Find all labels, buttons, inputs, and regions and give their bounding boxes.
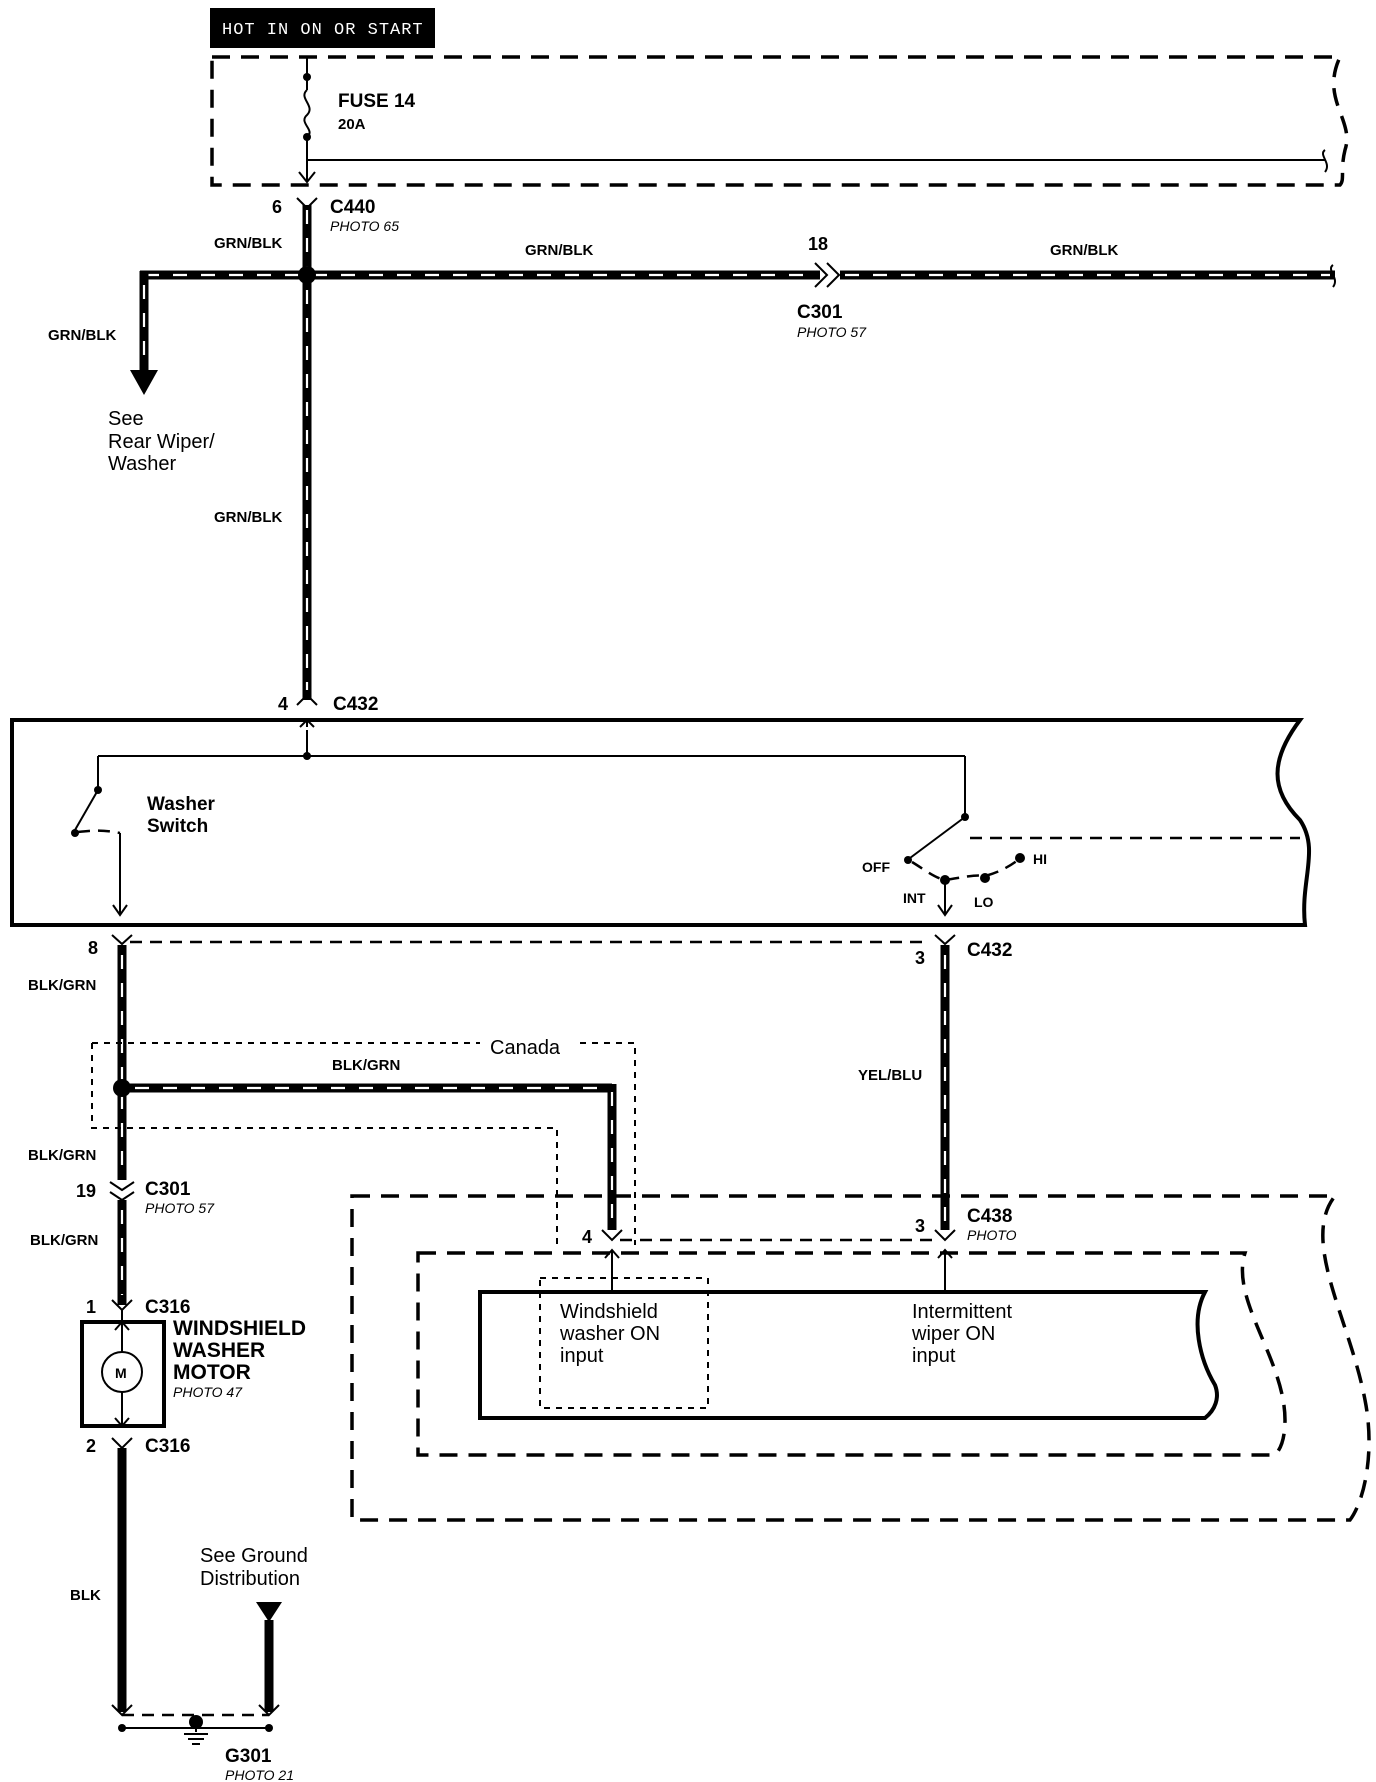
canada-zone — [91, 1042, 636, 1250]
wire-label-grn-blk-1: GRN/BLK — [214, 235, 282, 252]
input-left-2: washer ON — [559, 1323, 660, 1345]
c301-top-pin: 18 — [808, 234, 828, 254]
wire-label-blk-grn-1: BLK/GRN — [28, 977, 96, 994]
c432-out-right-name: C432 — [967, 940, 1012, 961]
input-right-3: input — [912, 1345, 956, 1367]
wire-label-grn-blk-4: GRN/BLK — [48, 327, 116, 344]
switch-box — [10, 718, 1312, 927]
fuse-box-border — [210, 55, 1349, 187]
rear-wiper-ref-1: See — [108, 408, 144, 430]
c316-top-pin: 1 — [86, 1297, 96, 1317]
fuse-name: FUSE 14 — [338, 91, 416, 112]
c438-pin-left: 4 — [582, 1227, 592, 1247]
c440-photo: PHOTO 65 — [330, 218, 399, 234]
motor-symbol-label: M — [115, 1365, 127, 1381]
c316-bottom-pin: 2 — [86, 1436, 96, 1456]
ground-dist-ref-2: Distribution — [200, 1568, 300, 1590]
control-unit-box — [478, 1290, 1219, 1420]
c301-bottom-pin: 19 — [76, 1181, 96, 1201]
switch-pos-lo: LO — [974, 894, 994, 910]
washer-switch-label-1: Washer — [147, 794, 216, 815]
hot-label: HOT IN ON OR START — [222, 21, 424, 40]
c438-name: C438 — [967, 1206, 1012, 1227]
ground-dist-arrow — [256, 1602, 282, 1622]
control-unit-outer — [350, 1194, 1371, 1522]
c301-top-photo: PHOTO 57 — [797, 324, 867, 340]
ground-dist-ref-1: See Ground — [200, 1545, 308, 1567]
canada-label: Canada — [490, 1037, 561, 1059]
washer-switch-blade — [74, 789, 99, 831]
switch-pos-int: INT — [903, 890, 926, 906]
input-right-1: Intermittent — [912, 1301, 1012, 1323]
c316-top-name: C316 — [145, 1297, 190, 1318]
g301-photo: PHOTO 21 — [225, 1767, 294, 1782]
motor-photo: PHOTO 47 — [173, 1384, 243, 1400]
wire-label-blk-grn-2: BLK/GRN — [332, 1057, 400, 1074]
input-left-3: input — [560, 1345, 604, 1367]
hot-label-bg — [210, 8, 435, 48]
motor-name-1: WINDSHIELD — [173, 1317, 306, 1340]
c301-bottom-name: C301 — [145, 1179, 191, 1200]
fuse-symbol — [303, 89, 311, 138]
g301-name: G301 — [225, 1746, 272, 1767]
junction-top — [298, 266, 316, 284]
control-unit-inner — [416, 1251, 1287, 1457]
wire-label-blk: BLK — [70, 1587, 101, 1604]
c438-photo: PHOTO — [967, 1227, 1017, 1243]
c301-bottom-photo: PHOTO 57 — [145, 1200, 215, 1216]
switch-pos-hi: HI — [1033, 851, 1047, 867]
wire-label-yel-blu: YEL/BLU — [858, 1067, 922, 1084]
rear-wiper-ref-2: Rear Wiper/ — [108, 431, 215, 453]
wire-label-grn-blk-3: GRN/BLK — [1050, 242, 1118, 259]
c301-top-name: C301 — [797, 302, 843, 323]
motor-name-3: MOTOR — [173, 1361, 251, 1384]
wire-label-blk-grn-3: BLK/GRN — [28, 1147, 96, 1164]
rear-wiper-arrow — [130, 370, 158, 395]
wire-label-grn-blk-5: GRN/BLK — [214, 509, 282, 526]
motor-name-2: WASHER — [173, 1339, 265, 1362]
c438-pin-right: 3 — [915, 1216, 925, 1236]
junction-canada — [113, 1079, 131, 1097]
input-left-1: Windshield — [560, 1301, 658, 1323]
wire-label-blk-grn-4: BLK/GRN — [30, 1232, 98, 1249]
c432-out-left-pin: 8 — [88, 938, 98, 958]
c440-name: C440 — [330, 197, 375, 218]
switch-pos-off: OFF — [862, 859, 890, 875]
c432-out-right-pin: 3 — [915, 948, 925, 968]
c432-in-name: C432 — [333, 694, 378, 715]
fuse-rating: 20A — [338, 116, 366, 133]
input-right-2: wiper ON — [911, 1323, 995, 1345]
wire-label-grn-blk-2: GRN/BLK — [525, 242, 593, 259]
washer-input-dotted — [539, 1277, 709, 1409]
washer-switch-label-2: Switch — [147, 816, 208, 837]
rear-wiper-ref-3: Washer — [108, 453, 177, 475]
c432-in-pin: 4 — [278, 694, 288, 714]
wiper-switch-blade — [909, 816, 966, 859]
c316-bottom-name: C316 — [145, 1436, 190, 1457]
c440-pin: 6 — [272, 197, 282, 217]
